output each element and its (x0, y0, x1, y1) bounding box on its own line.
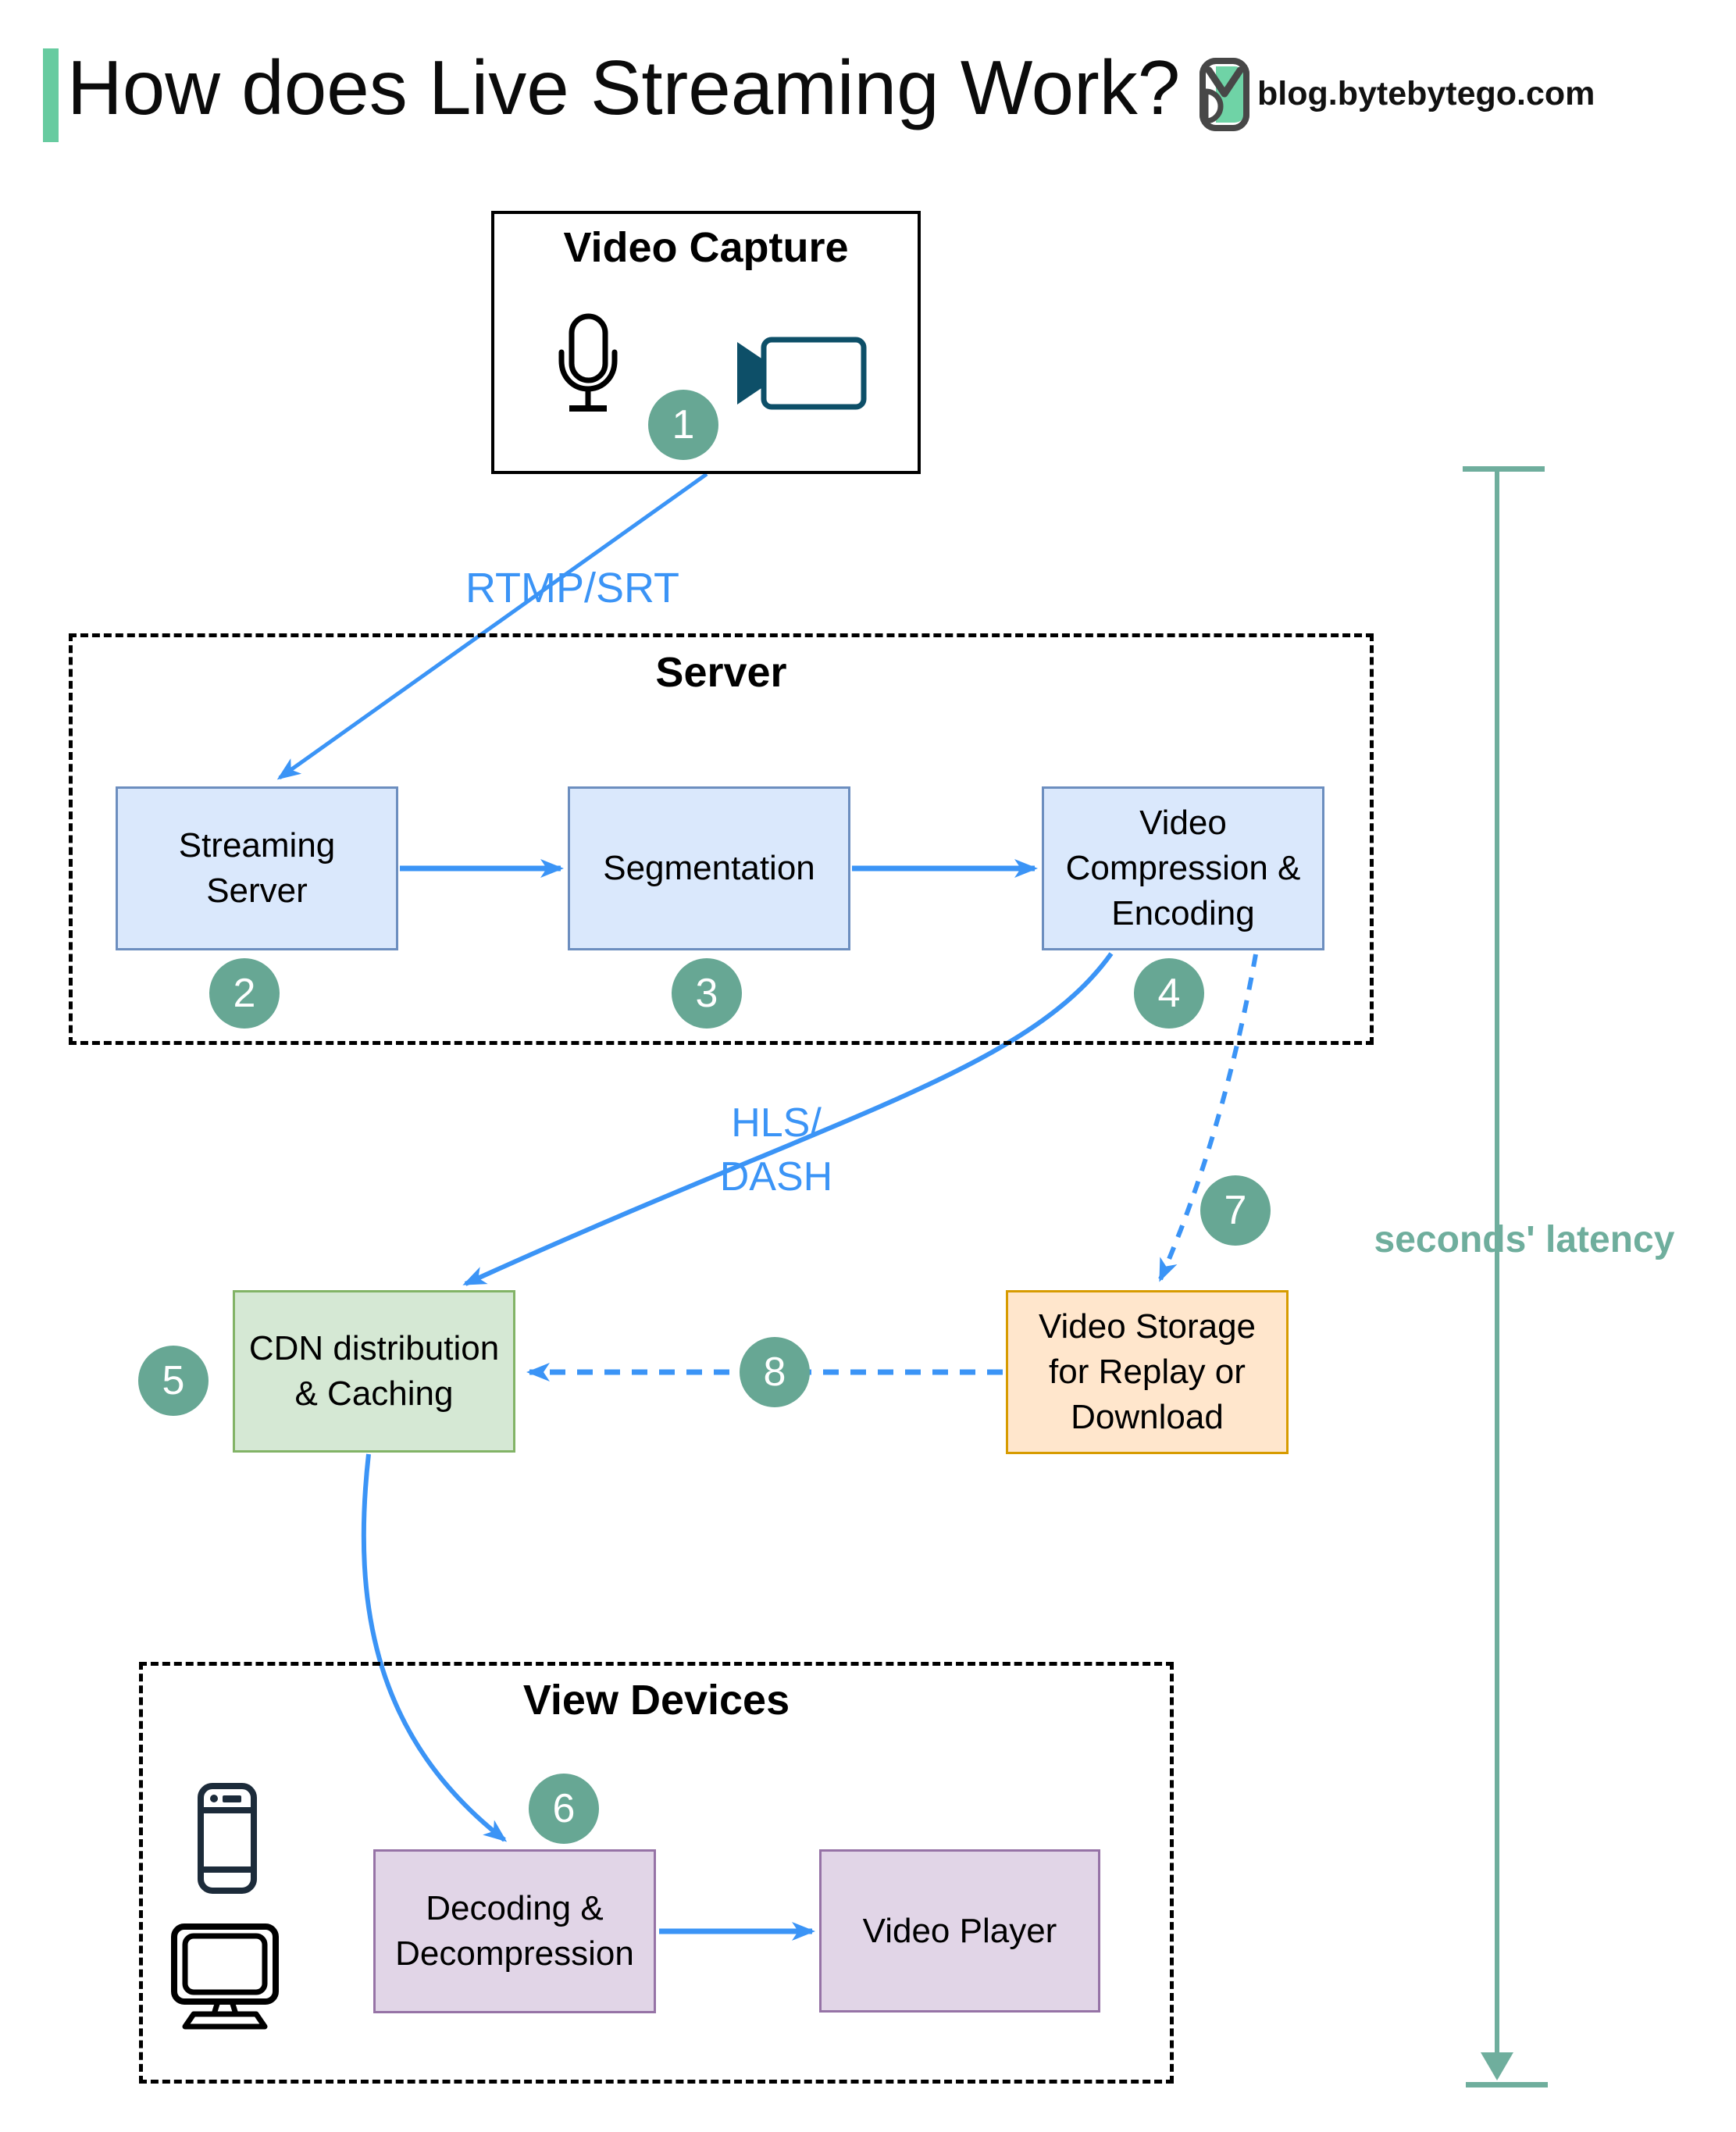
streaming-server-label-line: Streaming (178, 826, 336, 865)
video-compression-label-line: Compression & (1065, 849, 1301, 887)
cdn-label-line: & Caching (294, 1374, 454, 1413)
video-storage-label-line: Download (1071, 1398, 1224, 1436)
server-group-box (69, 633, 1374, 1045)
video-compression-box: Video Compression & Encoding (1042, 786, 1324, 950)
streaming-server-label-line: Server (206, 872, 308, 910)
server-group-label: Server (655, 649, 787, 696)
bytebytego-logo (1200, 58, 1249, 131)
latency-dimension-line (1463, 466, 1548, 2087)
step-badge-1: 1 (648, 390, 718, 460)
latency-label: seconds' latency (1374, 1219, 1675, 1260)
step-badge-3: 3 (672, 958, 742, 1029)
page-title: How does Live Streaming Work? (67, 45, 1181, 130)
streaming-server-box: Streaming Server (116, 786, 398, 950)
smartphone-icon (198, 1783, 257, 1894)
segmentation-label-line: Segmentation (603, 849, 815, 887)
video-camera-icon (737, 337, 867, 410)
hls-dash-label-line: HLS/ (731, 1100, 822, 1146)
video-storage-box: Video Storage for Replay or Download (1006, 1290, 1289, 1454)
video-storage-label-line: for Replay or (1049, 1353, 1246, 1391)
video-compression-label-line: Video (1139, 804, 1227, 842)
microphone-icon (558, 313, 618, 412)
rtmp-srt-label: RTMP/SRT (465, 565, 680, 611)
hls-dash-label-line: DASH (719, 1154, 833, 1200)
step-badge-8: 8 (740, 1337, 810, 1407)
decoding-label-line: Decoding & (426, 1889, 604, 1927)
step-badge-7: 7 (1200, 1175, 1271, 1246)
site-label: blog.bytebytego.com (1257, 75, 1595, 112)
step-badge-6: 6 (529, 1774, 599, 1844)
video-capture-label: Video Capture (563, 224, 849, 271)
cdn-box: CDN distribution & Caching (233, 1290, 515, 1453)
view-devices-group-box (139, 1662, 1174, 2084)
video-storage-label-line: Video Storage (1038, 1307, 1257, 1346)
decoding-box: Decoding & Decompression (373, 1849, 656, 2013)
monitor-icon (171, 1923, 279, 2030)
hls-dash-label: HLS/ DASH (620, 1096, 932, 1204)
step-badge-5: 5 (138, 1346, 209, 1416)
title-accent-bar (43, 48, 59, 142)
view-devices-group-label: View Devices (522, 1677, 790, 1724)
cdn-label-line: CDN distribution (248, 1329, 500, 1367)
video-player-box: Video Player (819, 1849, 1100, 2013)
video-player-label-line: Video Player (862, 1911, 1057, 1950)
step-badge-4: 4 (1134, 958, 1204, 1029)
decoding-label-line: Decompression (395, 1934, 634, 1973)
step-badge-2: 2 (209, 958, 280, 1029)
video-compression-label-line: Encoding (1111, 894, 1255, 932)
segmentation-box: Segmentation (568, 786, 850, 950)
